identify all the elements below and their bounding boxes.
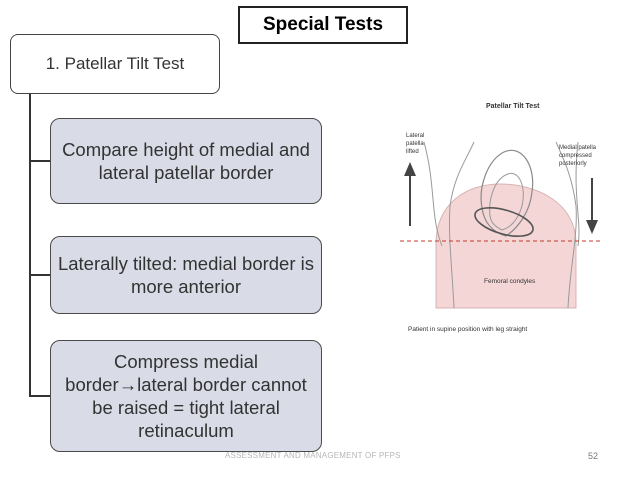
right-label-line: posteriorly <box>559 161 587 167</box>
patella-tilt-oval <box>474 207 534 237</box>
connector-vertical <box>29 94 31 396</box>
connector-branch <box>29 274 50 276</box>
child-node: Laterally tilted: medial border is more … <box>50 236 322 314</box>
lift-arrow-head <box>404 162 416 176</box>
femoral-condyles-shape <box>435 183 577 309</box>
slide-title: Special Tests <box>238 6 408 44</box>
connector-branch <box>29 395 50 397</box>
right-label-line: Medial patella <box>559 145 597 151</box>
figure-title: Patellar Tilt Test <box>486 103 540 110</box>
root-node: 1. Patellar Tilt Test <box>10 34 220 94</box>
bone-outline <box>575 141 580 247</box>
patella-outline <box>489 172 524 231</box>
child-node: Compress medial border→lateral border ca… <box>50 340 322 452</box>
bone-outline <box>555 141 577 309</box>
bone-outline <box>423 141 443 247</box>
connector-branch <box>29 160 50 162</box>
patellar-tilt-figure: Patellar Tilt Test Lateral patella lifte… <box>400 103 600 333</box>
condyles-label: Femoral condyles <box>484 278 536 285</box>
left-label-line: Lateral <box>406 133 424 139</box>
left-label-line: lifted <box>406 149 419 155</box>
page-number: 52 <box>588 451 599 461</box>
left-label-line: patella <box>406 141 424 147</box>
right-label-line: compressed <box>559 153 592 159</box>
compress-arrow-head <box>586 220 598 234</box>
child-node: Compare height of medial and lateral pat… <box>50 118 322 204</box>
bone-outline <box>448 141 475 309</box>
footer-text: ASSESSMENT AND MANAGEMENT OF PFPS <box>225 451 401 460</box>
figure-caption: Patient in supine position with leg stra… <box>408 326 527 333</box>
